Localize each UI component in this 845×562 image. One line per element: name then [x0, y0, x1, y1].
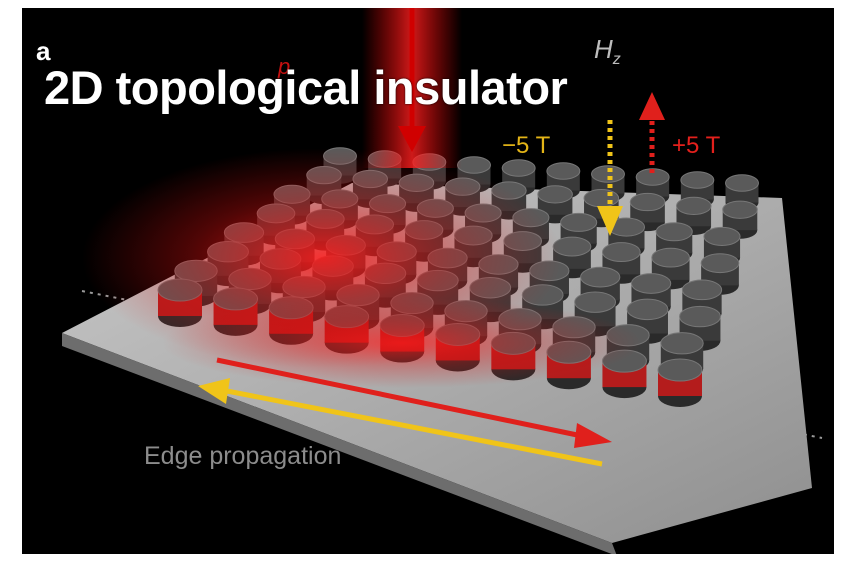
pillar-top — [574, 291, 617, 313]
pillar-top — [501, 159, 536, 177]
pillar-top — [700, 253, 740, 274]
substrate-edge — [62, 333, 617, 554]
pillar-top — [660, 332, 704, 355]
pillar-top — [655, 222, 693, 242]
pillar-top — [679, 305, 721, 328]
pillar-top — [629, 192, 666, 212]
pillar-top — [601, 242, 641, 263]
pillar-top — [583, 189, 620, 208]
negative-field-arrow-head — [597, 206, 623, 236]
pump-label: p — [278, 54, 291, 79]
positive-field-label: +5 T — [672, 132, 721, 159]
pillar-top — [657, 358, 703, 382]
pillar-top — [537, 185, 573, 204]
pillar-top — [626, 298, 669, 321]
pillar-top — [703, 226, 741, 246]
field-axis-subscript: z — [612, 51, 621, 69]
pillar-top — [681, 279, 723, 301]
field-axis-symbol: H — [594, 34, 613, 64]
pillar-top — [546, 162, 581, 180]
backward-edge-arrow-head — [198, 378, 230, 404]
forward-edge-arrow-head — [574, 423, 612, 448]
edge-glow — [162, 298, 642, 388]
pump-arrow-head — [398, 126, 426, 152]
pillar-top — [630, 273, 672, 294]
pillar-top — [722, 200, 758, 219]
pillar-top — [560, 212, 598, 232]
pillar-top — [591, 165, 625, 183]
lattice-scene — [62, 8, 823, 554]
pillar-top — [680, 171, 715, 189]
panel-letter: a — [36, 36, 51, 66]
pillar-top — [580, 266, 621, 288]
edge-propagation-label: Edge propagation — [144, 442, 342, 470]
forward-edge-arrow-shaft — [216, 357, 583, 439]
pillar-top — [675, 196, 712, 216]
negative-field-label: −5 T — [502, 132, 551, 159]
pillar-top — [635, 168, 670, 186]
backward-edge-arrow-shaft — [226, 388, 603, 467]
pillar-top — [725, 174, 759, 192]
page-title: 2D topological insulator — [44, 61, 568, 114]
figure-panel: a p Hz −5 T +5 T Edge propagation 2D top… — [22, 8, 834, 554]
pillar-top — [651, 247, 691, 268]
positive-field-arrow-head — [639, 92, 665, 120]
field-axis-label: Hz — [594, 34, 621, 69]
